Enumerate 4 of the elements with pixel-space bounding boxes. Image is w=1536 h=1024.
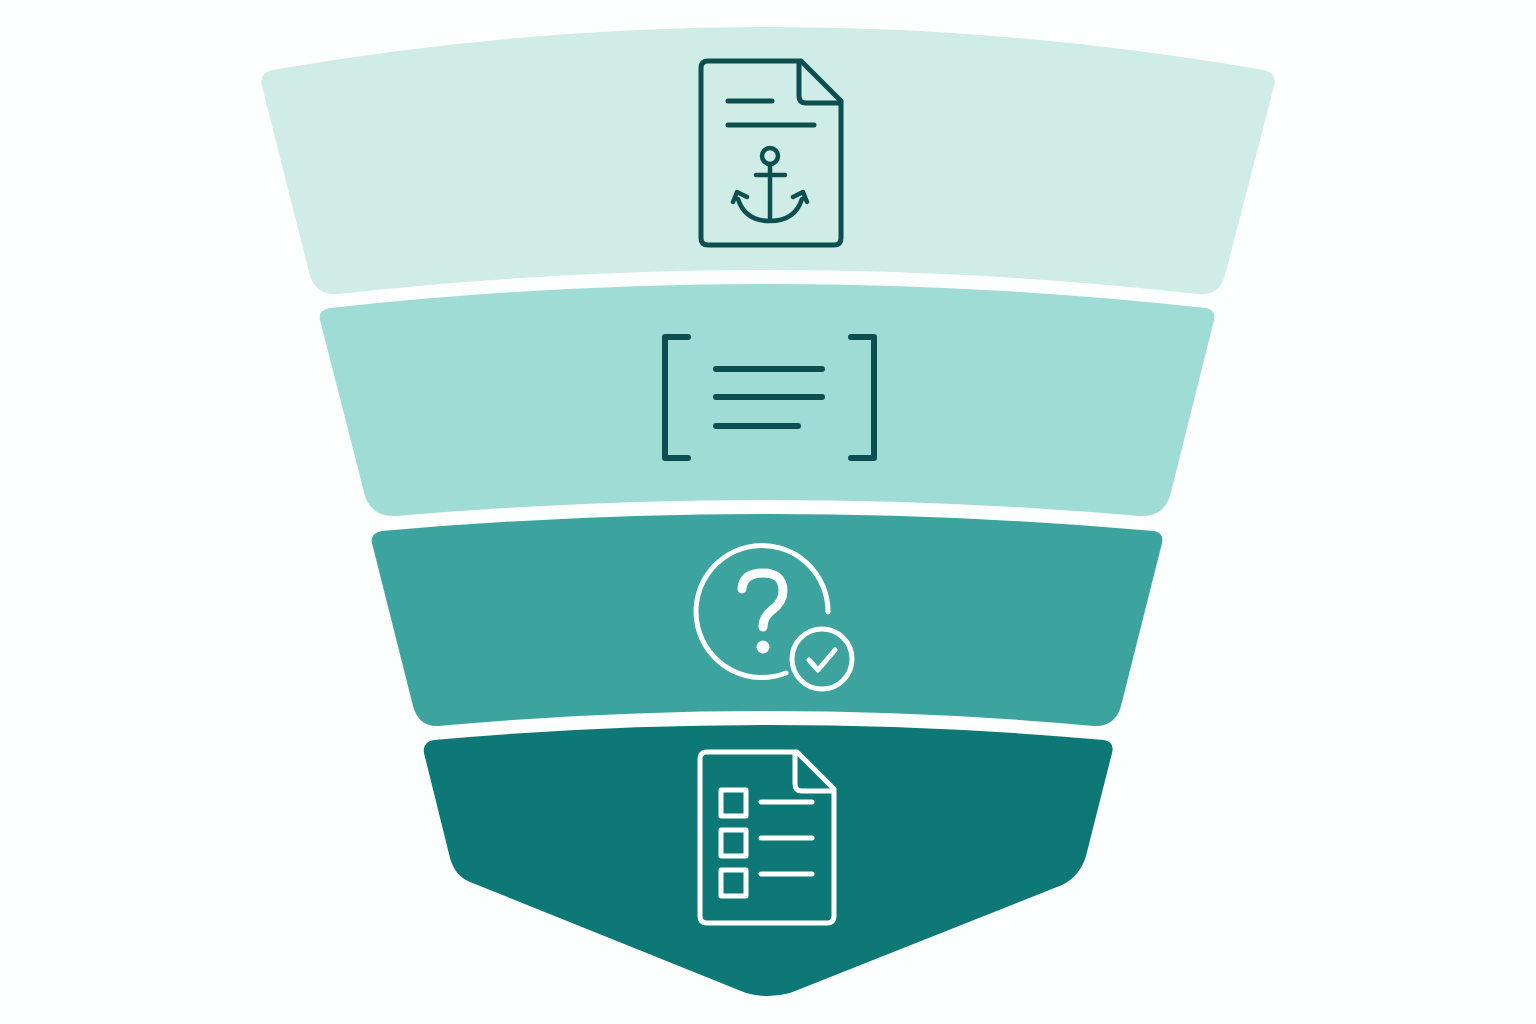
funnel-band bbox=[319, 284, 1215, 517]
funnel-band bbox=[423, 725, 1113, 996]
funnel-band bbox=[260, 27, 1276, 296]
funnel-band bbox=[371, 514, 1163, 727]
